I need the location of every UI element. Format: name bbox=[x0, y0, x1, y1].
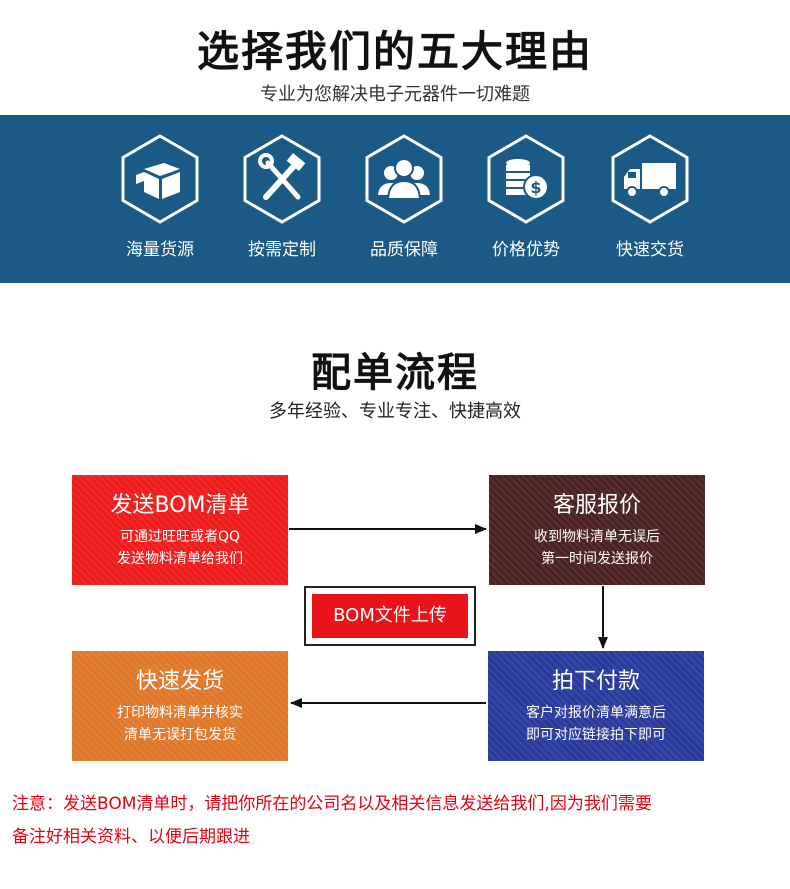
feature-label: 快速交货 bbox=[616, 240, 684, 260]
feature-item: 快速交货 bbox=[590, 133, 710, 260]
step-title: 快速发货 bbox=[135, 669, 224, 694]
feature-item: $ 价格优势 bbox=[466, 133, 586, 260]
step-title: 拍下付款 bbox=[551, 669, 640, 694]
box-icon bbox=[121, 134, 199, 224]
step-desc: 收到物料清单无误后 第一时间发送报价 bbox=[534, 529, 660, 567]
feature-label: 品质保障 bbox=[370, 240, 438, 260]
feature-label: 价格优势 bbox=[492, 240, 560, 260]
coins-icon: $ bbox=[487, 134, 565, 224]
note-line-2: 备注好相关资料、以便后期跟进 bbox=[12, 827, 250, 847]
page-title: 选择我们的五大理由 bbox=[196, 27, 593, 76]
process-subtitle: 多年经验、专业专注、快捷高效 bbox=[269, 401, 521, 422]
svg-text:$: $ bbox=[530, 178, 541, 197]
people-icon bbox=[365, 134, 443, 224]
feature-item: 按需定制 bbox=[222, 133, 342, 260]
page-subtitle: 专业为您解决电子元器件一切难题 bbox=[260, 84, 530, 105]
reasons-band: 海量货源 按需定制 品质保障 bbox=[0, 115, 790, 283]
step-quote: 客服报价 收到物料清单无误后 第一时间发送报价 bbox=[489, 475, 705, 585]
feature-label: 按需定制 bbox=[248, 240, 316, 260]
step-ship: 快速发货 打印物料清单并核实 清单无误打包发货 bbox=[72, 651, 288, 761]
step-send-bom: 发送BOM清单 可通过旺旺或者QQ 发送物料清单给我们 bbox=[72, 475, 288, 585]
bom-upload-label: BOM文件上传 bbox=[312, 594, 468, 638]
note-line-1: 注意：发送BOM清单时，请把你所在的公司名以及相关信息发送给我们,因为我们需要 bbox=[12, 794, 652, 814]
step-title: 发送BOM清单 bbox=[110, 493, 250, 518]
step-desc: 可通过旺旺或者QQ 发送物料清单给我们 bbox=[117, 529, 243, 567]
feature-item: 海量货源 bbox=[100, 133, 220, 260]
process-title: 配单流程 bbox=[311, 350, 479, 396]
truck-icon bbox=[611, 134, 689, 224]
feature-item: 品质保障 bbox=[344, 133, 464, 260]
step-title: 客服报价 bbox=[552, 493, 641, 518]
note-text: 注意：发送BOM清单时，请把你所在的公司名以及相关信息发送给我们,因为我们需要 … bbox=[12, 788, 782, 854]
step-pay: 拍下付款 客户对报价清单满意后 即可对应链接拍下即可 bbox=[488, 651, 704, 761]
step-desc: 客户对报价清单满意后 即可对应链接拍下即可 bbox=[526, 705, 666, 743]
step-desc: 打印物料清单并核实 清单无误打包发货 bbox=[117, 705, 243, 743]
feature-label: 海量货源 bbox=[126, 240, 194, 260]
tools-icon bbox=[243, 134, 321, 224]
bom-upload-button[interactable]: BOM文件上传 bbox=[304, 586, 476, 646]
